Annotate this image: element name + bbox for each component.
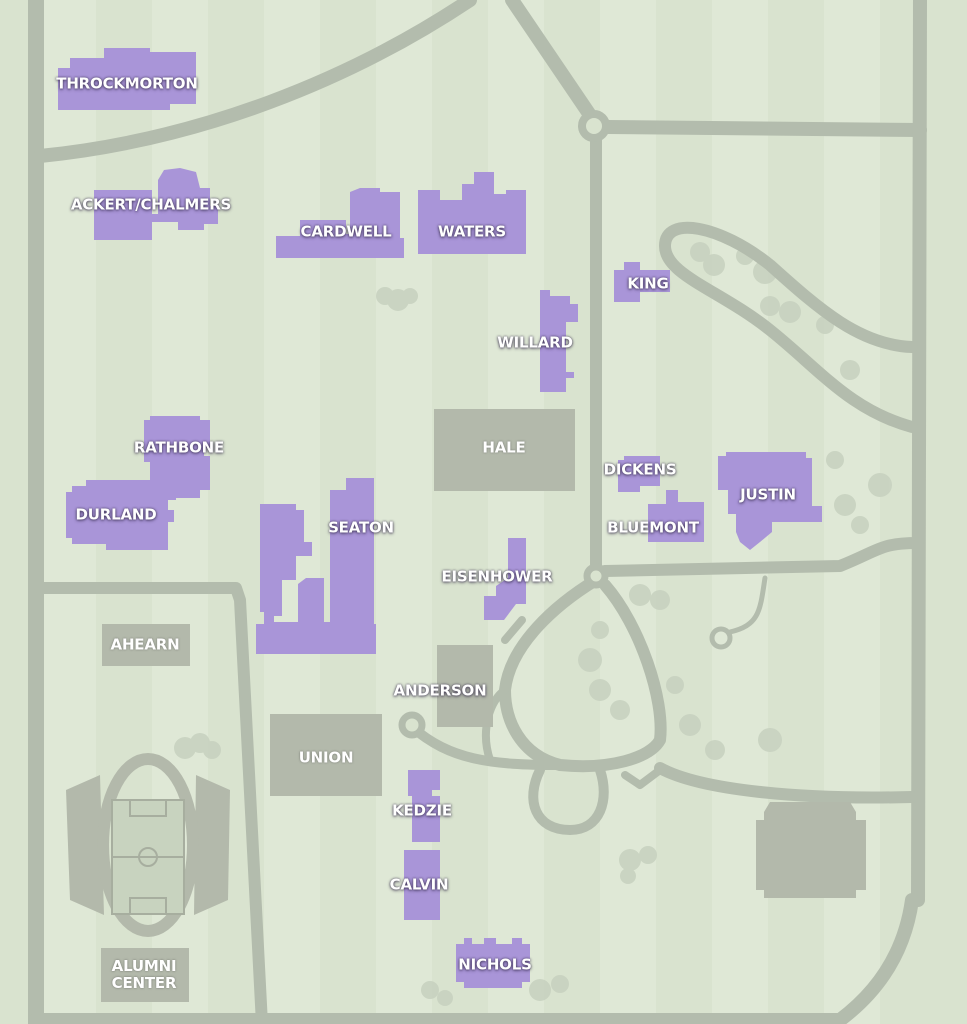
- label-rathbone[interactable]: RATHBONE: [133, 438, 225, 457]
- dickens-building: [618, 456, 660, 492]
- bluemont-building: [648, 490, 704, 542]
- road-southeast-link: [621, 766, 664, 789]
- label-justin[interactable]: JUSTIN: [740, 485, 796, 504]
- tree-cluster: [826, 451, 892, 534]
- road-south-east: [654, 762, 918, 804]
- southeast-facility-building: [756, 802, 866, 898]
- tree-cluster: [529, 975, 569, 1001]
- willard-building: [540, 290, 578, 392]
- label-eisenhower[interactable]: EISENHOWER: [441, 567, 553, 586]
- kedzie-building: [408, 770, 440, 842]
- road-cul-de-sac: [727, 575, 768, 635]
- label-throckmorton[interactable]: THROCKMORTON: [56, 74, 198, 93]
- anderson-building: [437, 645, 493, 727]
- road-southwest-block: [34, 582, 268, 1024]
- justin-building: [718, 452, 822, 550]
- label-ackert-chalmers[interactable]: ACKERT/CHALMERS: [70, 195, 232, 214]
- road-hale-link: [501, 616, 526, 644]
- eisenhower-building: [484, 538, 526, 620]
- road-north-horizontal: [601, 120, 927, 137]
- label-durland[interactable]: DURLAND: [75, 505, 157, 524]
- seaton-building: [256, 478, 376, 654]
- king-building: [614, 262, 670, 302]
- label-willard[interactable]: WILLARD: [497, 333, 573, 352]
- road-north-arc: [33, 0, 477, 163]
- union-building: [270, 714, 382, 796]
- waters-building: [418, 172, 526, 254]
- label-alumni-line1: ALUMNI: [111, 956, 177, 975]
- hale-building: [434, 409, 575, 491]
- tree-cluster: [421, 981, 453, 1006]
- label-calvin[interactable]: CALVIN: [389, 875, 449, 894]
- tree-clusters: [174, 242, 892, 1006]
- label-alumni-center[interactable]: ALUMNI CENTER: [111, 956, 177, 993]
- nichols-building: [456, 938, 530, 988]
- road-south-drop: [528, 765, 609, 835]
- stadium: [66, 753, 230, 937]
- label-seaton[interactable]: SEATON: [328, 518, 394, 537]
- label-hale[interactable]: HALE: [482, 438, 526, 457]
- tree-cluster: [376, 287, 418, 311]
- ackert-chalmers-building: [94, 168, 218, 240]
- durland-building: [66, 474, 176, 550]
- label-alumni-line2: CENTER: [111, 974, 177, 992]
- roundabouts: [398, 110, 610, 739]
- road-east-loop: [659, 221, 918, 433]
- throckmorton-building: [58, 48, 196, 110]
- tree-cluster: [174, 733, 221, 759]
- label-dickens[interactable]: DICKENS: [603, 460, 677, 479]
- label-bluemont[interactable]: BLUEMONT: [607, 518, 699, 537]
- label-cardwell[interactable]: CARDWELL: [300, 222, 392, 241]
- tree-cluster: [578, 584, 782, 760]
- ahearn-building: [102, 624, 190, 666]
- road-south-edge: [29, 893, 919, 1024]
- calvin-building: [404, 850, 440, 920]
- tree-cluster: [690, 242, 860, 380]
- label-kedzie[interactable]: KEDZIE: [392, 801, 452, 820]
- alumni-center-building: [101, 948, 189, 1002]
- road-east-middle: [599, 537, 924, 577]
- academic-buildings: [58, 48, 822, 988]
- label-anderson[interactable]: ANDERSON: [393, 681, 487, 700]
- label-king[interactable]: KING: [627, 274, 669, 293]
- cardwell-building: [276, 188, 404, 258]
- label-ahearn[interactable]: AHEARN: [110, 635, 180, 654]
- tree-cluster: [619, 846, 657, 884]
- road-east-edge: [911, 0, 927, 907]
- roads: [28, 0, 927, 1024]
- label-nichols[interactable]: NICHOLS: [458, 955, 532, 974]
- road-anderson-approach: [407, 722, 565, 770]
- label-waters[interactable]: WATERS: [438, 222, 506, 241]
- label-union[interactable]: UNION: [298, 748, 354, 767]
- road-northeast-diagonal: [505, 0, 599, 125]
- facility-buildings: [101, 409, 866, 1002]
